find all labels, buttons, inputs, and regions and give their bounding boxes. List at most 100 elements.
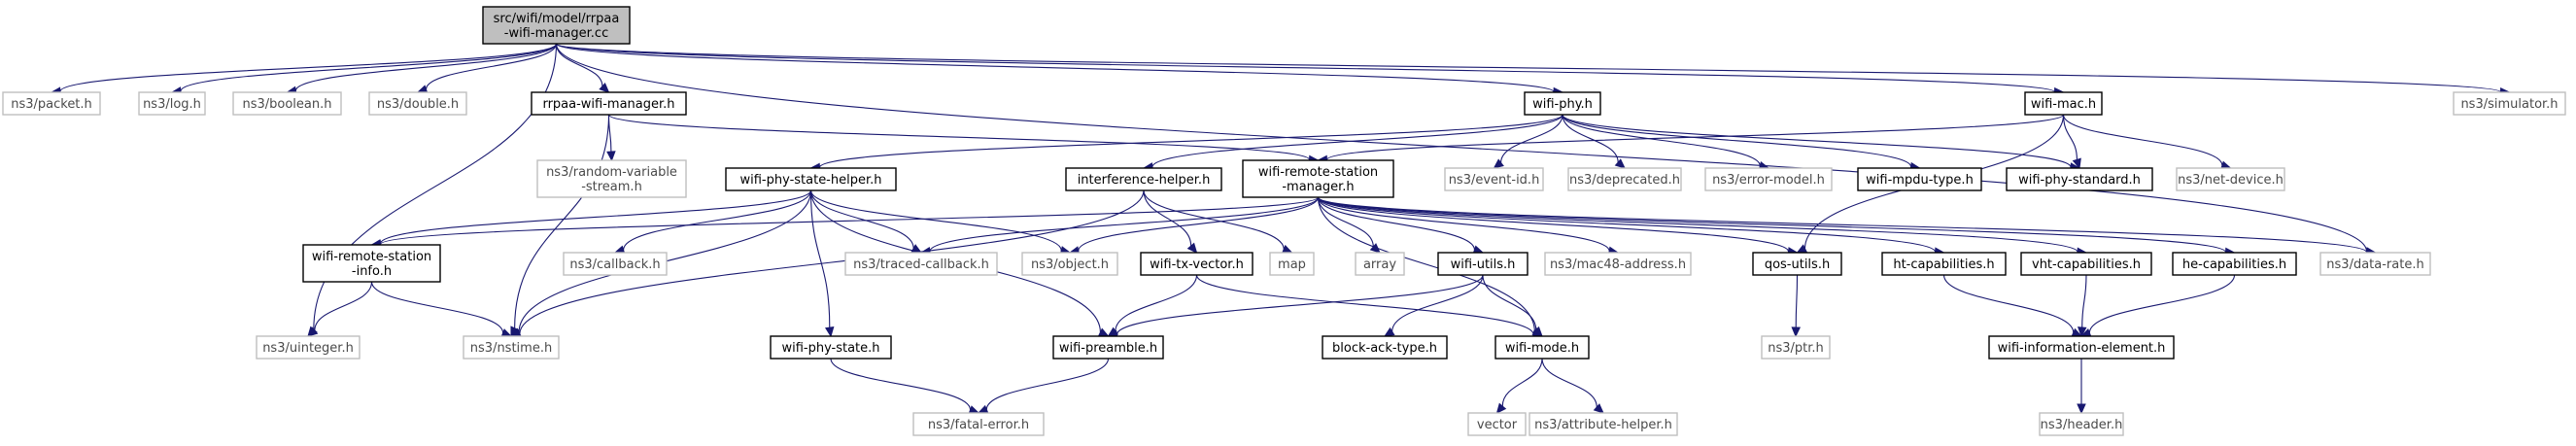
node-map[interactable]: map <box>1269 252 1315 276</box>
node-label: wifi-phy-standard.h <box>2018 173 2141 188</box>
node-netdevice[interactable]: ns3/net-device.h <box>2176 167 2285 191</box>
node-box <box>1065 167 1222 191</box>
edge-wifimode-to-attrhelper <box>1541 358 1604 414</box>
node-qosutils[interactable]: qos-utils.h <box>1752 252 1842 276</box>
node-label: ns3/double.h <box>377 97 459 112</box>
node-box <box>2020 252 2152 276</box>
edge-remotemgr-to-qosutils <box>1317 196 1799 257</box>
node-label: he-capabilities.h <box>2182 257 2286 272</box>
node-log[interactable]: ns3/log.h <box>138 91 206 116</box>
node-label: ns3/nstime.h <box>470 341 552 356</box>
node-label: ns3/simulator.h <box>2460 97 2558 112</box>
node-rrpaa[interactable]: rrpaa-wifi-manager.h <box>531 91 687 116</box>
node-label: ns3/attribute-helper.h <box>1534 418 1672 432</box>
node-interference[interactable]: interference-helper.h <box>1065 167 1222 191</box>
node-label: ns3/fatal-error.h <box>928 418 1029 432</box>
node-fatalerror[interactable]: ns3/fatal-error.h <box>912 412 1045 436</box>
node-label: ns3/boolean.h <box>242 97 331 112</box>
node-wifimac[interactable]: wifi-mac.h <box>2024 91 2103 116</box>
edge-txvector-to-wifimode <box>1195 274 1544 340</box>
edge-interference-to-txvector <box>1143 189 1198 254</box>
node-label: wifi-phy.h <box>1532 97 1593 112</box>
node-double[interactable]: ns3/double.h <box>368 91 467 116</box>
node-remotemgr[interactable]: wifi-remote-station-manager.h <box>1242 159 1394 198</box>
node-box <box>770 335 892 360</box>
node-box <box>302 244 441 283</box>
edge-preamble-to-fatalerror <box>977 358 1110 414</box>
node-box <box>536 159 687 198</box>
edge-hecap-to-infoelem <box>2079 274 2236 337</box>
node-box <box>1021 252 1118 276</box>
node-box <box>1544 252 1692 276</box>
node-label: -stream.h <box>581 180 642 194</box>
node-packet[interactable]: ns3/packet.h <box>2 91 101 116</box>
node-box <box>725 167 897 191</box>
node-attrhelper[interactable]: ns3/attribute-helper.h <box>1528 412 1678 436</box>
node-label: ns3/net-device.h <box>2178 173 2284 188</box>
node-callback[interactable]: ns3/callback.h <box>563 252 668 276</box>
edge-phystatehelper-to-object <box>809 189 1072 256</box>
node-box <box>2 91 101 116</box>
edge-phystatehelper-to-callback <box>613 189 812 255</box>
node-deprecated[interactable]: ns3/deprecated.h <box>1567 167 1682 191</box>
node-header[interactable]: ns3/header.h <box>2039 412 2124 436</box>
node-box <box>1761 335 1831 360</box>
node-box <box>482 6 631 45</box>
node-simulator[interactable]: ns3/simulator.h <box>2453 91 2566 116</box>
node-vhtcap[interactable]: vht-capabilities.h <box>2020 252 2152 276</box>
node-wifiutils[interactable]: wifi-utils.h <box>1437 252 1528 276</box>
node-preamble[interactable]: wifi-preamble.h <box>1052 335 1164 360</box>
node-object[interactable]: ns3/object.h <box>1021 252 1118 276</box>
node-box <box>1752 252 1842 276</box>
node-htcap[interactable]: ht-capabilities.h <box>1881 252 2007 276</box>
node-blockack[interactable]: block-ack-type.h <box>1322 335 1448 360</box>
node-remoteinfo[interactable]: wifi-remote-station-info.h <box>302 244 441 283</box>
node-infoelem[interactable]: wifi-information-element.h <box>1988 335 2175 360</box>
node-box <box>1052 335 1164 360</box>
node-label: wifi-phy-state.h <box>781 341 879 356</box>
node-uinteger[interactable]: ns3/uinteger.h <box>256 335 361 360</box>
node-label: wifi-tx-vector.h <box>1150 257 1244 272</box>
node-label: ns3/log.h <box>143 97 201 112</box>
node-label: ns3/header.h <box>2041 418 2123 432</box>
node-box <box>1355 252 1405 276</box>
node-phystandard[interactable]: wifi-phy-standard.h <box>2006 167 2153 191</box>
node-box <box>1881 252 2007 276</box>
node-hecap[interactable]: he-capabilities.h <box>2172 252 2297 276</box>
node-wifiphy[interactable]: wifi-phy.h <box>1524 91 1601 116</box>
node-box <box>1988 335 2175 360</box>
edge-infoelem-to-header <box>2077 359 2086 415</box>
node-box <box>2006 167 2153 191</box>
node-box <box>1242 159 1394 198</box>
node-nstime[interactable]: ns3/nstime.h <box>463 335 560 360</box>
node-mpdutype[interactable]: wifi-mpdu-type.h <box>1857 167 1982 191</box>
node-box <box>368 91 467 116</box>
node-vector[interactable]: vector <box>1467 412 1527 436</box>
node-datarate[interactable]: ns3/data-rate.h <box>2319 252 2431 276</box>
node-box <box>463 335 560 360</box>
edge-vhtcap-to-infoelem <box>2077 274 2087 338</box>
node-randvar[interactable]: ns3/random-variable-stream.h <box>536 159 687 198</box>
node-txvector[interactable]: wifi-tx-vector.h <box>1140 252 1254 276</box>
node-wifimode[interactable]: wifi-mode.h <box>1494 335 1590 360</box>
node-label: ns3/data-rate.h <box>2326 257 2423 272</box>
node-box <box>256 335 361 360</box>
node-box <box>2176 167 2285 191</box>
node-phystate[interactable]: wifi-phy-state.h <box>770 335 892 360</box>
node-eventid[interactable]: ns3/event-id.h <box>1444 167 1544 191</box>
node-label: wifi-remote-station <box>312 250 431 264</box>
node-label: ns3/traced-callback.h <box>853 257 989 272</box>
node-errormodel[interactable]: ns3/error-model.h <box>1704 167 1833 191</box>
node-label: ns3/deprecated.h <box>1569 173 1680 188</box>
node-phystatehelper[interactable]: wifi-phy-state-helper.h <box>725 167 897 191</box>
node-label: wifi-remote-station <box>1258 165 1378 180</box>
node-label: block-ack-type.h <box>1332 341 1437 356</box>
node-tracedcb[interactable]: ns3/traced-callback.h <box>844 252 998 276</box>
edge-qosutils-to-ptr <box>1791 274 1801 338</box>
node-root[interactable]: src/wifi/model/rrpaa-wifi-manager.cc <box>482 6 631 45</box>
node-ptr[interactable]: ns3/ptr.h <box>1761 335 1831 360</box>
node-mac48[interactable]: ns3/mac48-address.h <box>1544 252 1692 276</box>
node-array[interactable]: array <box>1355 252 1405 276</box>
node-boolean[interactable]: ns3/boolean.h <box>232 91 342 116</box>
node-box <box>1494 335 1590 360</box>
